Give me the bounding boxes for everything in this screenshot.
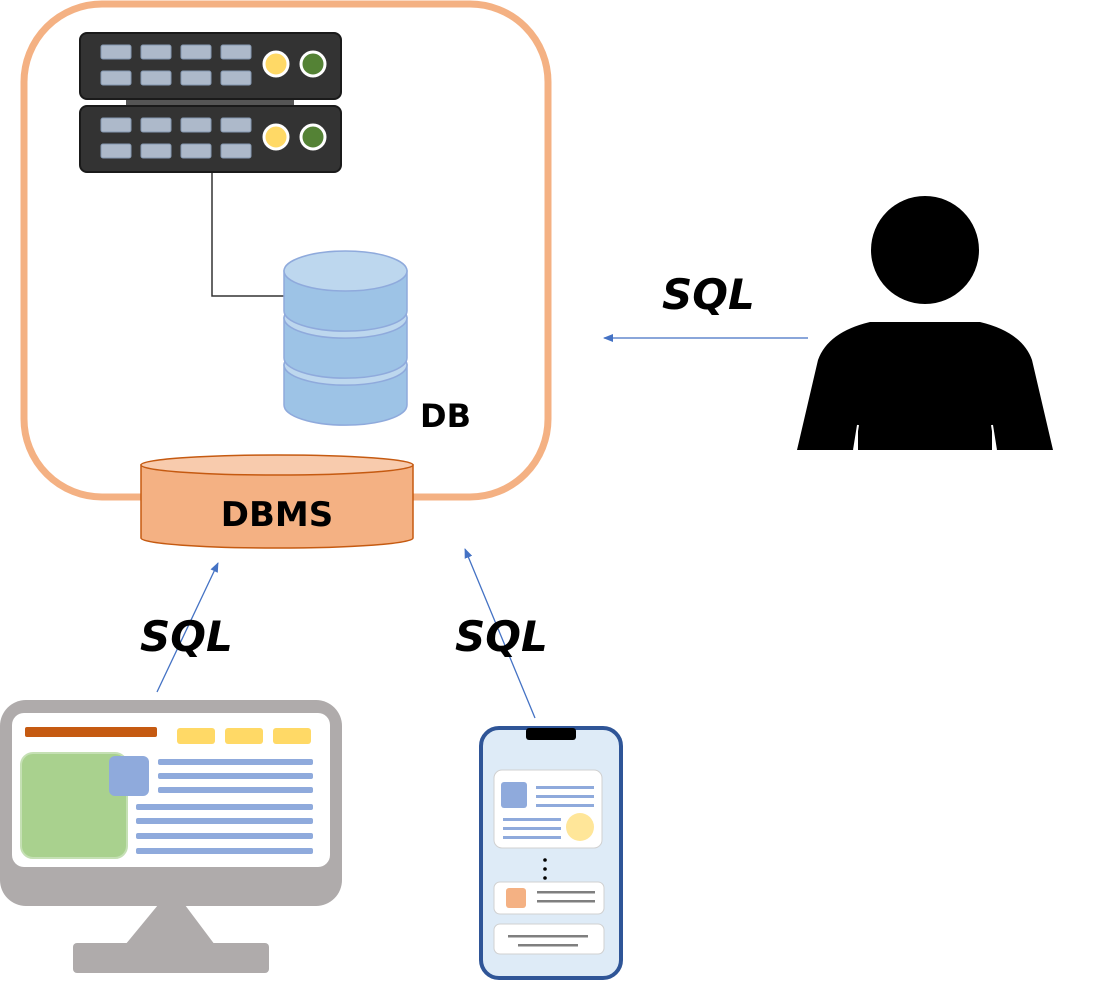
db-label: DB: [420, 397, 471, 435]
desktop-monitor-icon: [0, 700, 342, 973]
sql-label-user: SQL: [662, 270, 755, 319]
rack-db-connector: [211, 173, 284, 297]
server-rack-icon: [79, 32, 342, 173]
sql-arrow-mobile: [464, 548, 536, 719]
database-icon: [283, 250, 408, 426]
dbms-cylinder: [140, 454, 414, 549]
sql-label-desktop: SQL: [140, 612, 233, 661]
person-icon: [797, 196, 1053, 450]
smartphone-icon: [479, 726, 623, 980]
sql-label-mobile: SQL: [455, 612, 548, 661]
sql-arrow-desktop: [156, 562, 219, 693]
dbms-label: DBMS: [221, 495, 333, 535]
